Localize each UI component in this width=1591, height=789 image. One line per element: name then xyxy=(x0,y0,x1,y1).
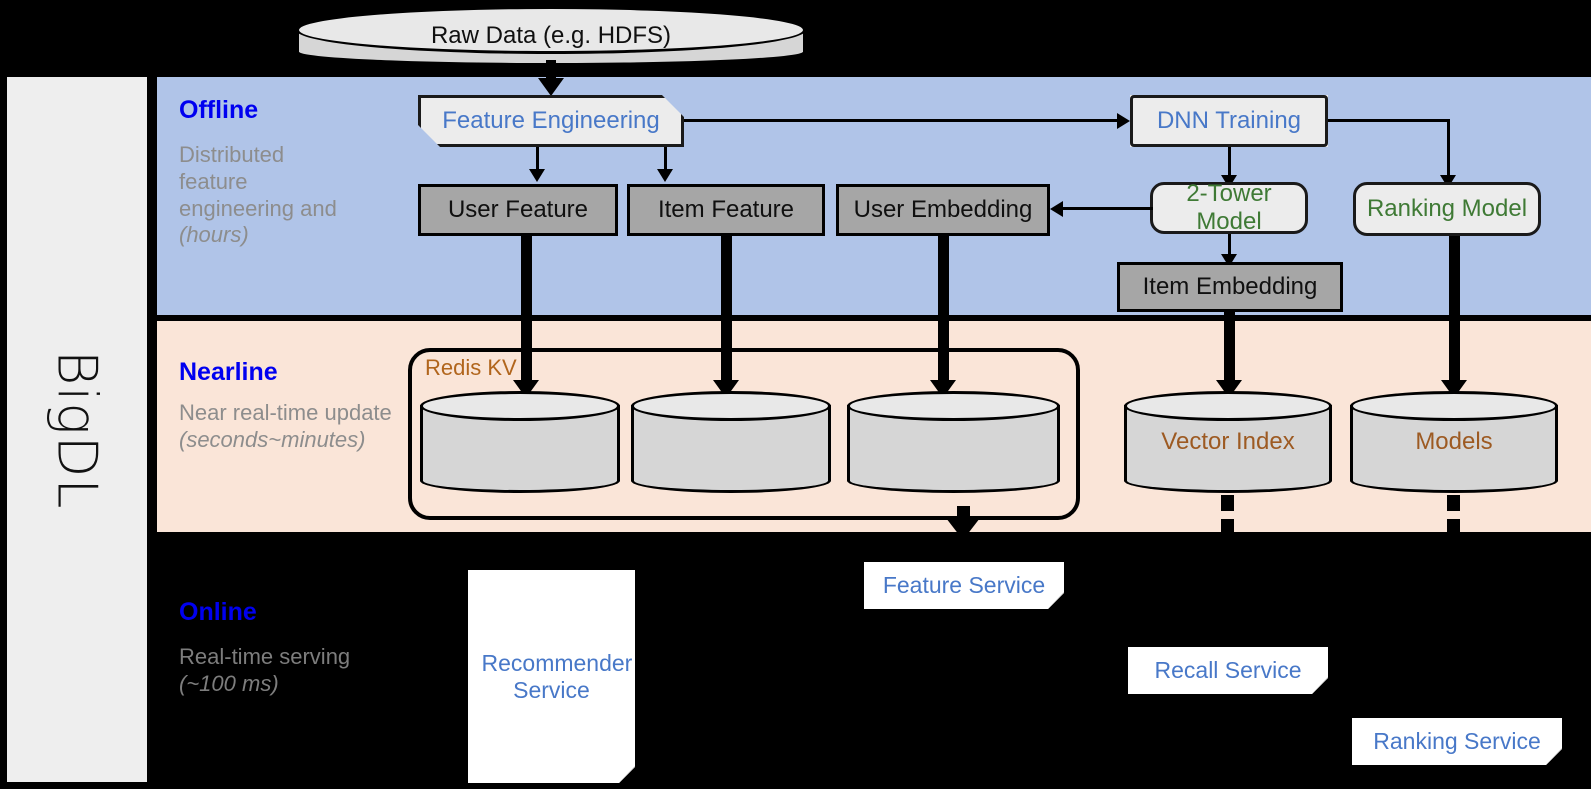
recommender-service-label: Recommender Service xyxy=(481,650,633,703)
raw-data-cylinder: Raw Data (e.g. HDFS) xyxy=(296,6,806,66)
offline-title: Offline xyxy=(179,96,259,124)
pipe-userfeature xyxy=(521,236,532,386)
redis-store-2-label xyxy=(631,391,831,493)
nearline-subtitle: Near real-time update (seconds~minutes) xyxy=(179,400,392,452)
dnn-training-border xyxy=(1130,95,1328,147)
feature-engineering-node[interactable]: Feature Engineering xyxy=(418,95,684,147)
user-feature-node[interactable]: User Feature xyxy=(418,184,618,236)
arrow-dnn-2tower-line xyxy=(1228,147,1231,177)
arrow-rawdata-fe-head xyxy=(538,78,564,96)
raw-data-label: Raw Data (e.g. HDFS) xyxy=(430,22,672,49)
arrow-fe-userfeature-head xyxy=(529,169,545,182)
redis-store-1[interactable] xyxy=(420,391,620,493)
feature-service-label: Feature Service xyxy=(882,572,1046,599)
arrow-kv-featureservice-stub xyxy=(957,506,970,520)
dash-models-2 xyxy=(1447,519,1460,533)
models-top xyxy=(1350,391,1558,421)
ranking-model-node[interactable]: Ranking Model xyxy=(1353,182,1541,236)
item-feature-node[interactable]: Item Feature xyxy=(627,184,825,236)
bigdl-rail-label: BigDL xyxy=(7,77,147,782)
vector-index-top xyxy=(1124,391,1332,421)
dnn-training-node[interactable]: DNN Training xyxy=(1130,95,1328,147)
arrow-fe-itemfeature-head xyxy=(657,169,673,182)
arrow-dnn-ranking-h xyxy=(1328,119,1450,122)
redis-kv-label: Redis KV xyxy=(425,355,517,380)
recommender-service-note[interactable]: Recommender Service xyxy=(468,570,635,783)
pipe-rankingmodel xyxy=(1449,236,1460,386)
feature-service-note[interactable]: Feature Service xyxy=(864,562,1064,609)
online-subtitle: Real-time serving (~100 ms) xyxy=(179,644,351,696)
two-tower-model-node[interactable]: 2-Tower Model xyxy=(1150,180,1308,235)
bigdl-text: BigDL xyxy=(45,349,109,510)
bigdl-rail: BigDL xyxy=(7,77,147,782)
arrow-fe-dnn-head xyxy=(1117,113,1130,129)
user-embedding-node[interactable]: User Embedding xyxy=(836,184,1050,236)
arrow-2tower-userembedding-line xyxy=(1063,207,1153,210)
dnn-training-label: DNN Training xyxy=(1156,107,1302,135)
dash-vector-index-2 xyxy=(1221,519,1234,533)
redis-store-2-top xyxy=(631,391,831,421)
redis-store-3-top xyxy=(847,391,1060,421)
online-title: Online xyxy=(179,598,257,626)
arrow-dnn-ranking-v xyxy=(1447,119,1450,177)
offline-subtitle: Distributed feature engineering and (hou… xyxy=(179,142,337,248)
redis-store-1-top xyxy=(420,391,620,421)
item-embedding-node[interactable]: Item Embedding xyxy=(1117,262,1343,312)
arrow-kv-featureservice-head xyxy=(946,518,980,540)
redis-store-1-label xyxy=(420,391,620,493)
vector-index-cylinder[interactable]: Vector Index xyxy=(1124,391,1332,493)
arrow-2tower-userembedding-head xyxy=(1050,201,1063,217)
pipe-userembedding xyxy=(938,236,949,386)
raw-data-top xyxy=(296,6,806,54)
models-cylinder[interactable]: Models xyxy=(1350,391,1558,493)
nearline-title: Nearline xyxy=(179,358,278,386)
arrow-fe-itemfeature-line xyxy=(664,147,667,171)
arrow-fe-dnn-line xyxy=(684,119,1117,122)
ranking-service-note[interactable]: Ranking Service xyxy=(1352,718,1562,765)
pipe-itemembedding xyxy=(1224,312,1235,386)
redis-store-2[interactable] xyxy=(631,391,831,493)
redis-store-3[interactable] xyxy=(847,391,1060,493)
redis-store-3-label xyxy=(847,391,1060,493)
arrow-fe-userfeature-line xyxy=(536,147,539,171)
redis-kv-container xyxy=(408,348,1080,520)
vector-index-label: Vector Index xyxy=(1161,428,1295,455)
dash-vector-index-1 xyxy=(1221,495,1234,511)
ranking-service-label: Ranking Service xyxy=(1373,728,1541,755)
arrow-2tower-itememb-line xyxy=(1228,234,1231,258)
pipe-itemfeature xyxy=(721,236,732,386)
models-label: Models xyxy=(1415,428,1493,455)
recall-service-label: Recall Service xyxy=(1154,657,1302,684)
recall-service-note[interactable]: Recall Service xyxy=(1128,647,1328,694)
arrow-rawdata-fe-line xyxy=(546,60,556,82)
dash-models-1 xyxy=(1447,495,1460,511)
